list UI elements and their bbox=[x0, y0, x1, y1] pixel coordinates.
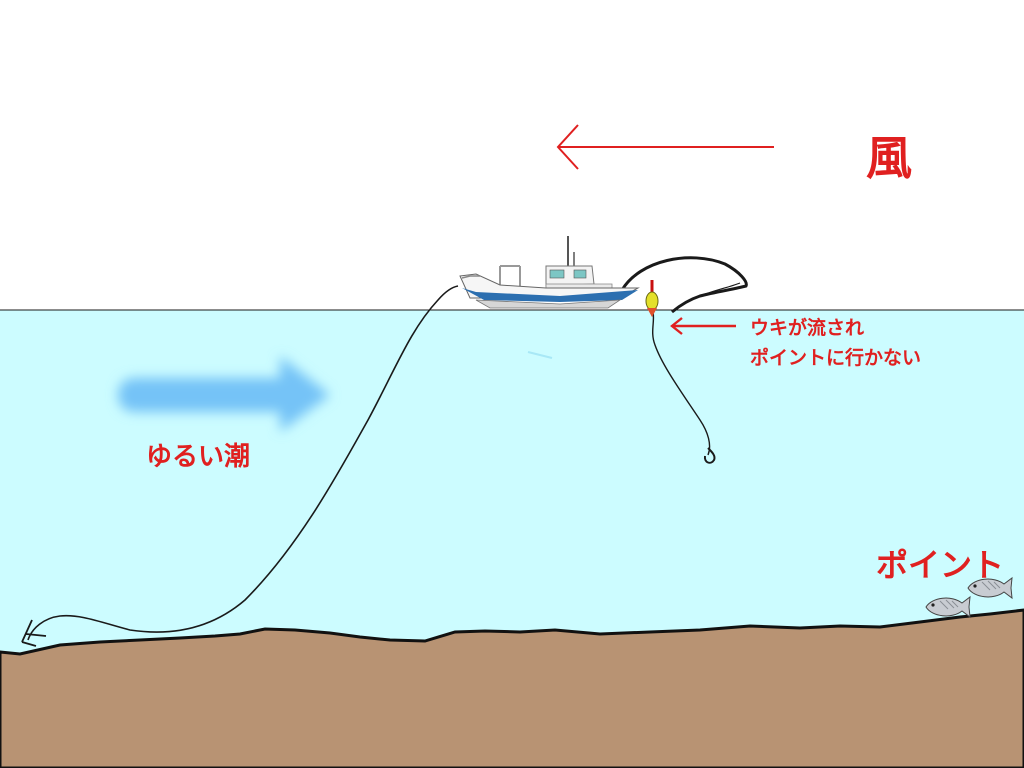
fishing-boat-icon bbox=[459, 236, 640, 309]
anchor-icon bbox=[21, 619, 47, 647]
sky bbox=[0, 0, 1024, 310]
wind-label: 風 bbox=[866, 131, 912, 185]
seabed bbox=[0, 608, 1024, 768]
wind-arrow bbox=[556, 124, 774, 170]
float-line bbox=[651, 311, 711, 456]
anchor-line bbox=[27, 285, 459, 641]
fishing-float-icon bbox=[645, 280, 659, 317]
fish-icon bbox=[925, 595, 971, 619]
fish-icon bbox=[967, 576, 1013, 600]
ripple-mark bbox=[527, 351, 553, 359]
tide-arrow bbox=[118, 356, 330, 432]
float-note-line2: ポイントに行かない bbox=[750, 347, 922, 369]
fishing-rod bbox=[620, 256, 748, 314]
float-note: ウキが流され ポイントに行かない bbox=[750, 313, 921, 373]
float-note-line1: ウキが流され bbox=[750, 317, 865, 339]
water bbox=[0, 310, 1024, 668]
float-pointer-arrow bbox=[670, 317, 736, 335]
point-label: ポイント bbox=[876, 546, 1005, 584]
tide-label: ゆるい潮 bbox=[146, 442, 251, 472]
hook-icon bbox=[703, 447, 716, 464]
